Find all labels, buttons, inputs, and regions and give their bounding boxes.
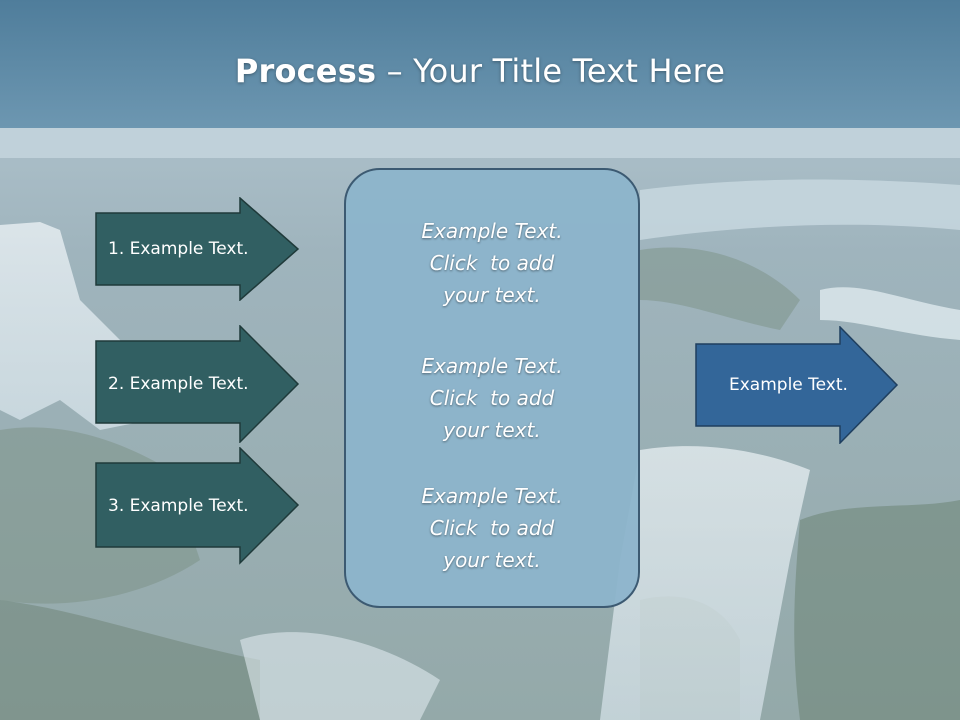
right-arrow-shape-icon: [95, 325, 300, 443]
center-text-box[interactable]: Example Text. Click to add your text. Ex…: [344, 168, 640, 608]
title-rest: – Your Title Text Here: [376, 52, 726, 90]
paragraph-line: Click to add: [429, 386, 555, 410]
center-paragraph-1: Example Text. Click to add your text.: [346, 215, 638, 311]
process-step-label-3: 3. Example Text.: [108, 496, 249, 516]
output-arrow-label: Example Text.: [729, 375, 848, 395]
process-step-arrow-1[interactable]: 1. Example Text.: [95, 197, 300, 301]
paragraph-line: Example Text.: [421, 354, 563, 378]
paragraph-line: Click to add: [429, 516, 555, 540]
paragraph-line: your text.: [443, 418, 541, 442]
paragraph-line: your text.: [443, 283, 541, 307]
paragraph-line: Example Text.: [421, 484, 563, 508]
paragraph-line: Example Text.: [421, 219, 563, 243]
process-step-arrow-2[interactable]: 2. Example Text.: [95, 325, 300, 443]
right-arrow-shape-icon: [95, 197, 300, 301]
right-arrow-shape-icon: [695, 326, 899, 444]
slide-title: Process – Your Title Text Here: [0, 52, 960, 90]
process-step-arrow-3[interactable]: 3. Example Text.: [95, 447, 300, 565]
title-bold: Process: [234, 52, 377, 90]
right-arrow-shape-icon: [95, 447, 300, 565]
process-step-label-1: 1. Example Text.: [108, 239, 249, 259]
output-arrow[interactable]: Example Text.: [695, 326, 899, 444]
process-step-label-2: 2. Example Text.: [108, 374, 249, 394]
paragraph-line: your text.: [443, 548, 541, 572]
center-paragraph-3: Example Text. Click to add your text.: [346, 480, 638, 576]
paragraph-line: Click to add: [429, 251, 555, 275]
center-paragraph-2: Example Text. Click to add your text.: [346, 350, 638, 446]
